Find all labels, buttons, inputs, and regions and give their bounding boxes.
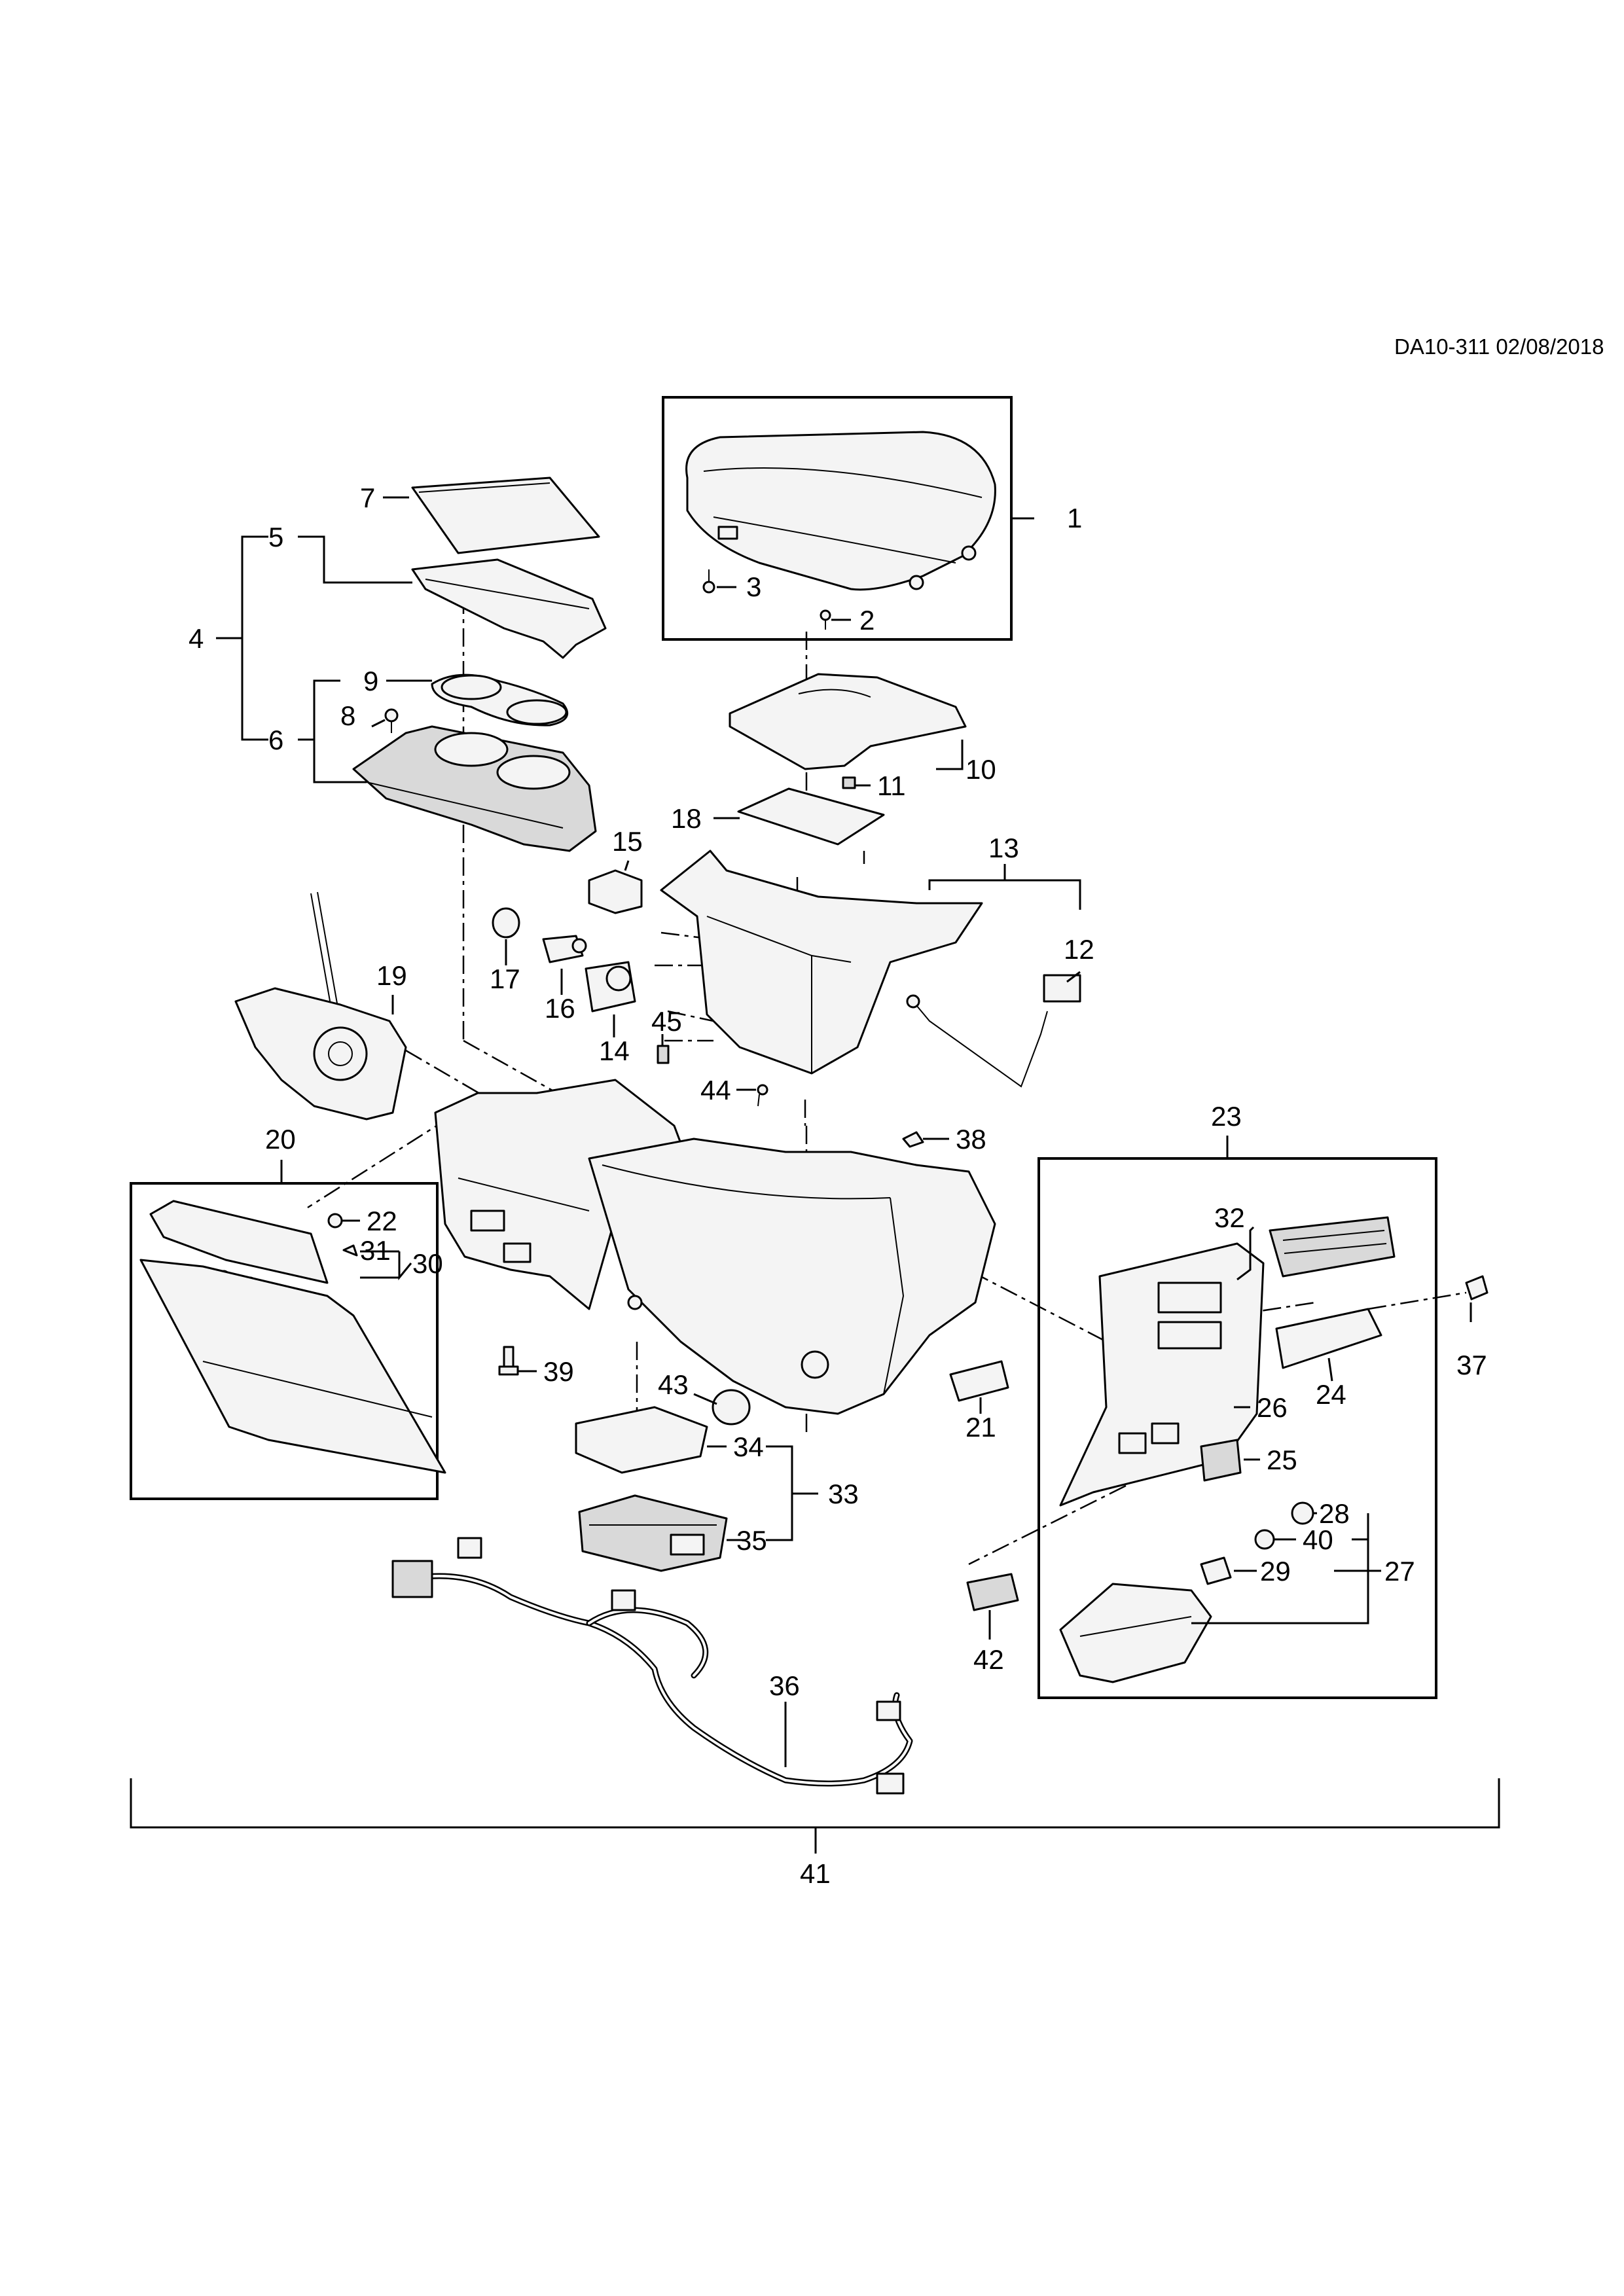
wiring-harness [391,1537,913,1795]
switch-14 [585,961,636,1013]
callout-1: 1 [1067,503,1082,533]
rear-console-panel [1059,1242,1265,1507]
callout-14: 14 [599,1035,630,1066]
callout-34: 34 [733,1431,764,1462]
callout-26: 26 [1257,1392,1288,1423]
callout-22: 22 [367,1206,397,1236]
screw-3 [702,569,715,594]
callout-44: 44 [700,1075,731,1105]
callout-31: 31 [360,1235,391,1266]
callout-10: 10 [965,754,996,785]
callout-19: 19 [376,960,407,991]
callout-17: 17 [490,963,520,994]
storage-panel-group-frame [130,1182,439,1500]
cup-holder-housing [352,725,597,852]
callout-39: 39 [543,1356,574,1387]
socket-16 [542,935,587,963]
callout-25: 25 [1267,1444,1297,1475]
power-outlet-27 [1059,1583,1212,1683]
clip-31 [342,1244,358,1257]
callout-35: 35 [736,1525,767,1556]
callout-27: 27 [1384,1556,1415,1587]
screw-44 [757,1084,768,1107]
ring-40 [1254,1529,1275,1550]
callout-30: 30 [412,1248,443,1279]
rear-panel-group-frame [1038,1157,1437,1699]
control-module-35 [578,1494,728,1572]
callout-8: 8 [340,700,355,731]
socket-28 [1291,1501,1314,1525]
module-bracket-34 [575,1406,708,1474]
lower-console-left [434,1079,695,1310]
screw-2 [820,609,831,630]
callout-15: 15 [612,826,643,857]
clip-45 [657,1045,670,1064]
clip-38 [902,1131,924,1148]
callout-23: 23 [1211,1101,1242,1132]
callout-4: 4 [189,623,204,654]
screw-8 [384,708,399,733]
bracket-24 [1275,1308,1382,1369]
console-mat [737,787,885,846]
callout-20: 20 [265,1124,296,1155]
gear-shifter [234,891,407,1121]
callout-12: 12 [1064,934,1094,965]
wire-lead-12 [906,974,1081,1088]
callout-16: 16 [545,993,575,1024]
storage-bin [660,850,983,1075]
callout-28: 28 [1319,1498,1350,1529]
armrest-lid [685,431,996,591]
sleeve-29 [1200,1556,1232,1585]
callout-labels: 1 2 3 4 5 6 7 8 9 10 11 12 13 14 15 16 1… [189,482,1487,1889]
callout-5: 5 [268,522,283,552]
console-tray [729,673,967,770]
callout-38: 38 [956,1124,986,1155]
callout-21: 21 [965,1412,996,1443]
callout-37: 37 [1456,1350,1487,1380]
callout-3: 3 [746,571,761,602]
usb-port [588,869,643,914]
top-cover [411,476,600,554]
knob-17 [492,907,520,939]
assembly-bracket-41 [130,1778,1500,1854]
switch-25 [1200,1439,1242,1482]
callout-24: 24 [1316,1379,1346,1410]
callout-42: 42 [973,1644,1004,1675]
callout-29: 29 [1260,1556,1291,1587]
nut-22 [327,1213,343,1229]
air-vent-32 [1269,1216,1396,1278]
callout-45: 45 [651,1006,682,1037]
callout-7: 7 [360,482,375,513]
leader-lines [216,496,1472,1767]
callout-13: 13 [988,833,1019,863]
callout-40: 40 [1303,1524,1333,1555]
callout-6: 6 [268,725,283,755]
bracket-21 [949,1360,1009,1402]
callout-41: 41 [800,1858,831,1889]
side-storage-panel [139,1259,446,1474]
callout-33: 33 [828,1479,859,1509]
plug-43 [712,1389,751,1426]
callout-9: 9 [363,666,378,696]
diagram-reference: DA10-311 02/08/2018 [1394,334,1604,359]
callout-11: 11 [877,770,906,801]
lower-console-main [588,1138,996,1415]
top-tray-bracket [411,558,607,659]
switch-42 [966,1573,1019,1611]
callout-43: 43 [658,1369,689,1400]
clip-37 [1465,1275,1489,1300]
callout-18: 18 [671,803,702,834]
callout-2: 2 [859,605,875,636]
callout-32: 32 [1214,1202,1245,1233]
clip-11 [842,776,856,789]
callout-36: 36 [769,1670,800,1701]
stud-39 [498,1346,519,1376]
cup-holder-ring [431,673,569,726]
